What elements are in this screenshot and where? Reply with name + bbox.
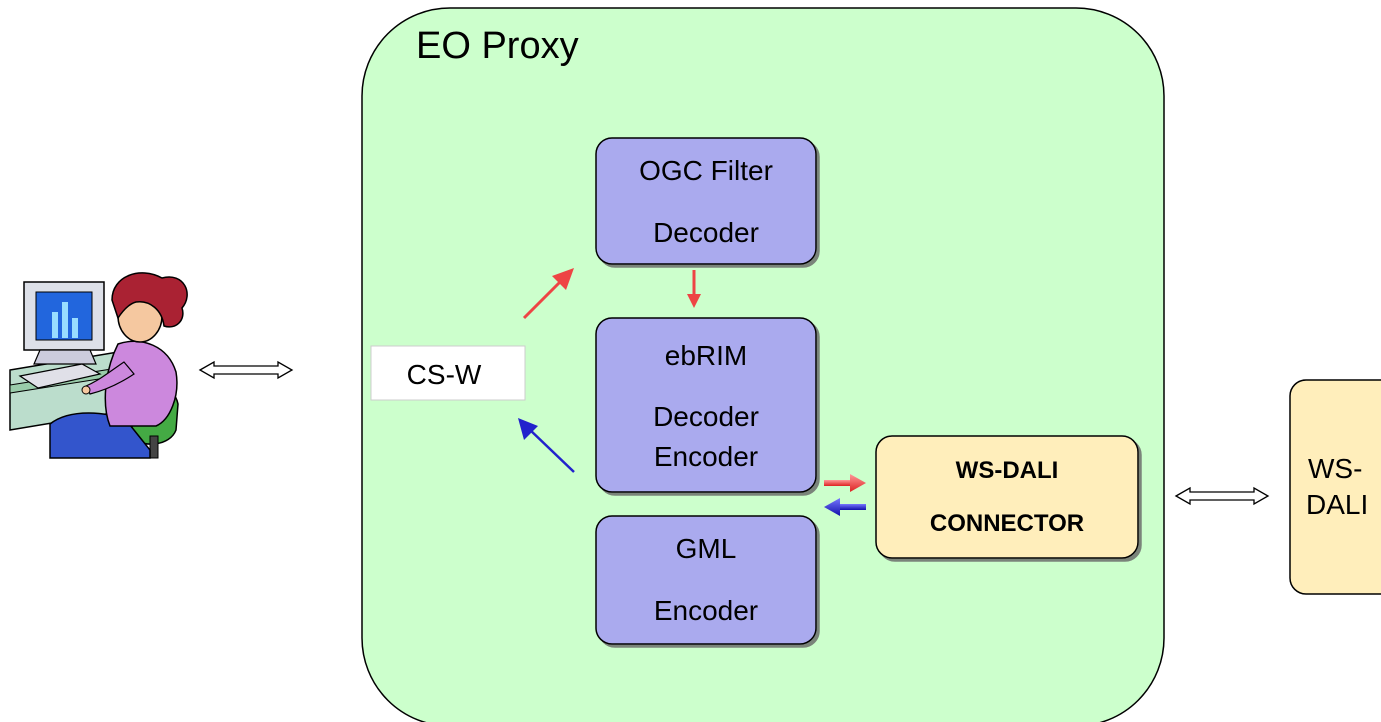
response-arrow-connector-to-ebrim xyxy=(824,498,866,516)
gml-encoder-module: GML Encoder xyxy=(595,515,817,645)
ogc-filter-line1: OGC Filter xyxy=(639,155,773,186)
csw-endpoint: CS-W xyxy=(370,345,526,401)
flow-arrows xyxy=(518,268,866,516)
request-arrow-ebrim-to-connector xyxy=(824,474,866,492)
connector-dali-double-arrow xyxy=(1174,486,1270,506)
ebrim-codec-module: ebRIM Decoder Encoder xyxy=(595,317,817,493)
ogc-filter-line2: Decoder xyxy=(653,217,759,248)
ws-dali-line1: WS- xyxy=(1308,453,1362,484)
connector-line2: CONNECTOR xyxy=(930,510,1084,537)
gml-line2: Encoder xyxy=(654,595,758,626)
request-arrow-filter-to-ebrim xyxy=(687,270,701,308)
ws-dali-connector-module: WS-DALI CONNECTOR xyxy=(875,435,1139,559)
ebrim-line3: Encoder xyxy=(654,441,758,472)
connector-line1: WS-DALI xyxy=(956,457,1059,484)
user-proxy-double-arrow xyxy=(198,360,294,380)
ebrim-line1: ebRIM xyxy=(665,340,747,371)
csw-label: CS-W xyxy=(407,359,482,390)
request-arrow-csw-to-filter xyxy=(522,268,574,320)
response-arrow-ebrim-to-csw xyxy=(518,418,575,473)
ws-dali-service: WS- DALI xyxy=(1289,379,1381,595)
ogc-filter-decoder-module: OGC Filter Decoder xyxy=(595,137,817,265)
eo-proxy-title: EO Proxy xyxy=(416,25,579,67)
ws-dali-line2: DALI xyxy=(1306,489,1368,520)
ebrim-line2: Decoder xyxy=(653,401,759,432)
gml-line1: GML xyxy=(676,533,737,564)
user-at-computer-icon xyxy=(9,272,188,459)
